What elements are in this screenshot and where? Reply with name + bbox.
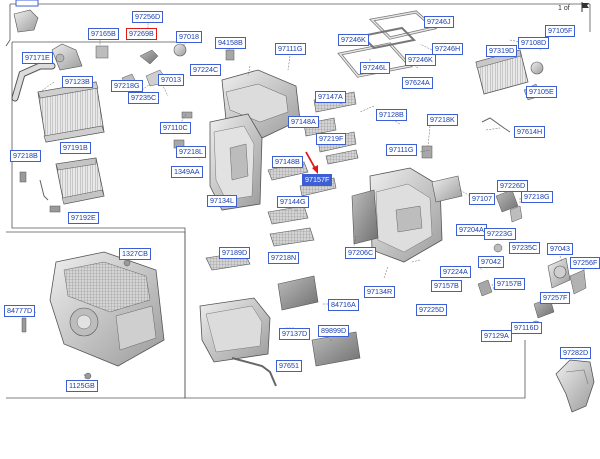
part-label-97165B[interactable]: 97165B [88,28,119,40]
flag-icon[interactable] [581,2,591,12]
part-label-97134R[interactable]: 97134R [364,286,396,298]
part-label-97043[interactable]: 97043 [547,243,573,255]
part-label-97218N[interactable]: 97218N [268,252,300,264]
lower-center-parts [199,251,361,387]
part-label-97105E[interactable]: 97105E [526,86,557,98]
heater-core-part [55,157,105,205]
part-label-97614H[interactable]: 97614H [514,126,546,138]
part-label-97110C[interactable]: 97110C [160,122,191,134]
part-label-97116D[interactable]: 97116D [511,322,542,334]
part-label-97191B[interactable]: 97191B [60,142,91,154]
part-label-97107[interactable]: 97107 [469,193,495,205]
part-label-1327CB[interactable]: 1327CB [119,248,151,260]
part-label-97206C[interactable]: 97206C [345,247,377,259]
top-left-clip-part [13,0,39,33]
part-label-97219F[interactable]: 97219F [316,133,347,145]
part-label-97256F[interactable]: 97256F [570,257,600,269]
part-label-97137D[interactable]: 97137D [279,328,311,340]
part-label-97235C[interactable]: 97235C [509,242,541,254]
part-label-97256D[interactable]: 97256D [132,11,164,23]
part-label-97111G[interactable]: 97111G [275,43,306,55]
part-label-89899D[interactable]: 89899D [318,325,350,337]
part-label-1125GB[interactable]: 1125GB [66,380,98,392]
part-label-97226D[interactable]: 97226D [497,180,529,192]
part-label-97157B[interactable]: 97157B [494,278,525,290]
part-label-97134L[interactable]: 97134L [207,195,237,207]
part-label-97129A[interactable]: 97129A [481,330,512,342]
part-label-97218G[interactable]: 97218G [111,80,143,92]
part-label-97018[interactable]: 97018 [176,31,202,43]
part-label-97257F[interactable]: 97257F [540,292,571,304]
part-label-97218G[interactable]: 97218G [521,191,553,203]
part-label-97013[interactable]: 97013 [158,74,184,86]
part-label-97105F[interactable]: 97105F [545,25,576,37]
part-label-97246H[interactable]: 97246H [432,43,464,55]
part-label-97282D[interactable]: 97282D [560,347,592,359]
highlight-arrow [305,151,318,174]
evaporator-core-part [37,81,105,143]
part-label-97147A[interactable]: 97147A [315,91,346,103]
part-label-97144G[interactable]: 97144G [277,196,309,208]
duct-part [555,359,595,413]
part-label-97157B[interactable]: 97157B [431,280,462,292]
part-label-84716A[interactable]: 84716A [328,299,359,311]
hvac-right-housing [351,167,463,263]
part-label-97111G[interactable]: 97111G [386,144,417,156]
page-indicator: 1 of [558,5,570,12]
part-label-97223G[interactable]: 97223G [484,228,516,240]
part-label-97246L[interactable]: 97246L [360,62,390,74]
part-label-97246K[interactable]: 97246K [405,54,436,66]
part-label-97319D[interactable]: 97319D [486,45,518,57]
sensor-small-parts [19,171,61,213]
part-label-84777D[interactable]: 84777D [4,305,36,317]
seal-frames [337,10,438,78]
hose-pipe-part [11,43,83,102]
part-label-97171E[interactable]: 97171E [22,52,53,64]
blower-unit-part [21,251,165,380]
part-label-97218B[interactable]: 97218B [10,150,41,162]
part-label-97624A[interactable]: 97624A [402,77,433,89]
part-label-97042[interactable]: 97042 [478,256,504,268]
part-label-1349AA[interactable]: 1349AA [171,166,203,178]
part-label-97224A[interactable]: 97224A [440,266,471,278]
part-label-97204A[interactable]: 97204A [456,224,487,236]
part-label-97224C[interactable]: 97224C [190,64,222,76]
part-label-97108D[interactable]: 97108D [518,37,550,49]
diagram-frames [5,3,591,399]
part-label-97651[interactable]: 97651 [276,360,302,372]
part-label-97148A[interactable]: 97148A [288,116,319,128]
part-label-97246J[interactable]: 97246J [424,16,454,28]
part-label-97269B[interactable]: 97269B [126,28,157,40]
hvac-main-housing [209,69,301,211]
part-label-97225D[interactable]: 97225D [416,304,448,316]
part-label-97148B[interactable]: 97148B [272,156,303,168]
part-label-97128B[interactable]: 97128B [376,109,407,121]
part-label-94158B[interactable]: 94158B [215,37,246,49]
part-label-97123B[interactable]: 97123B [62,76,93,88]
part-label-97246K[interactable]: 97246K [338,34,369,46]
part-label-97218K[interactable]: 97218K [427,114,458,126]
part-label-97218L[interactable]: 97218L [176,146,206,158]
part-label-97192E[interactable]: 97192E [68,212,99,224]
part-label-97157F[interactable]: 97157F [302,174,333,186]
part-label-97235C[interactable]: 97235C [128,92,160,104]
part-label-97189D[interactable]: 97189D [219,247,251,259]
